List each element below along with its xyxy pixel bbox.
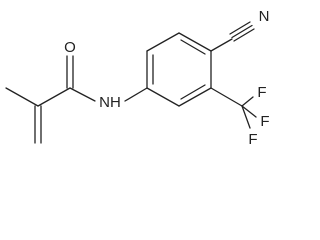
bond-alkene-carbonyl <box>37 87 71 107</box>
nitrile-nitrogen-label: N <box>259 8 270 25</box>
ring-inner-bond-c <box>180 84 206 100</box>
bond-nitrile-c <box>233 28 255 42</box>
bond-c-f2 <box>241 105 257 118</box>
fluorine-label-2: F <box>260 113 269 130</box>
bond-nitrile-b <box>231 24 253 39</box>
chemical-structure-diagram: O N NH F F F <box>5 8 270 148</box>
ring-inner-bond-b <box>180 39 206 55</box>
bond-c-f3 <box>241 105 251 129</box>
ring-bond-2 <box>146 32 180 52</box>
bond-nh-ring <box>124 87 148 102</box>
bond-nitrile-a <box>229 21 251 35</box>
bond-c-f1 <box>241 96 254 107</box>
ring-bond-5 <box>178 87 212 107</box>
oxygen-label: O <box>64 39 76 56</box>
fluorine-label-3: F <box>248 131 257 148</box>
ring-bond-6 <box>146 87 180 107</box>
amide-nh-label: NH <box>99 94 121 111</box>
ring-bond-3 <box>178 32 212 52</box>
bond-carbonyl-nh <box>69 87 96 102</box>
bond-methyl-alkene <box>5 87 39 107</box>
fluorine-label-1: F <box>257 84 266 101</box>
bond-ring-cf3 <box>210 87 243 107</box>
bond-ring-nitrile-c <box>210 38 233 52</box>
